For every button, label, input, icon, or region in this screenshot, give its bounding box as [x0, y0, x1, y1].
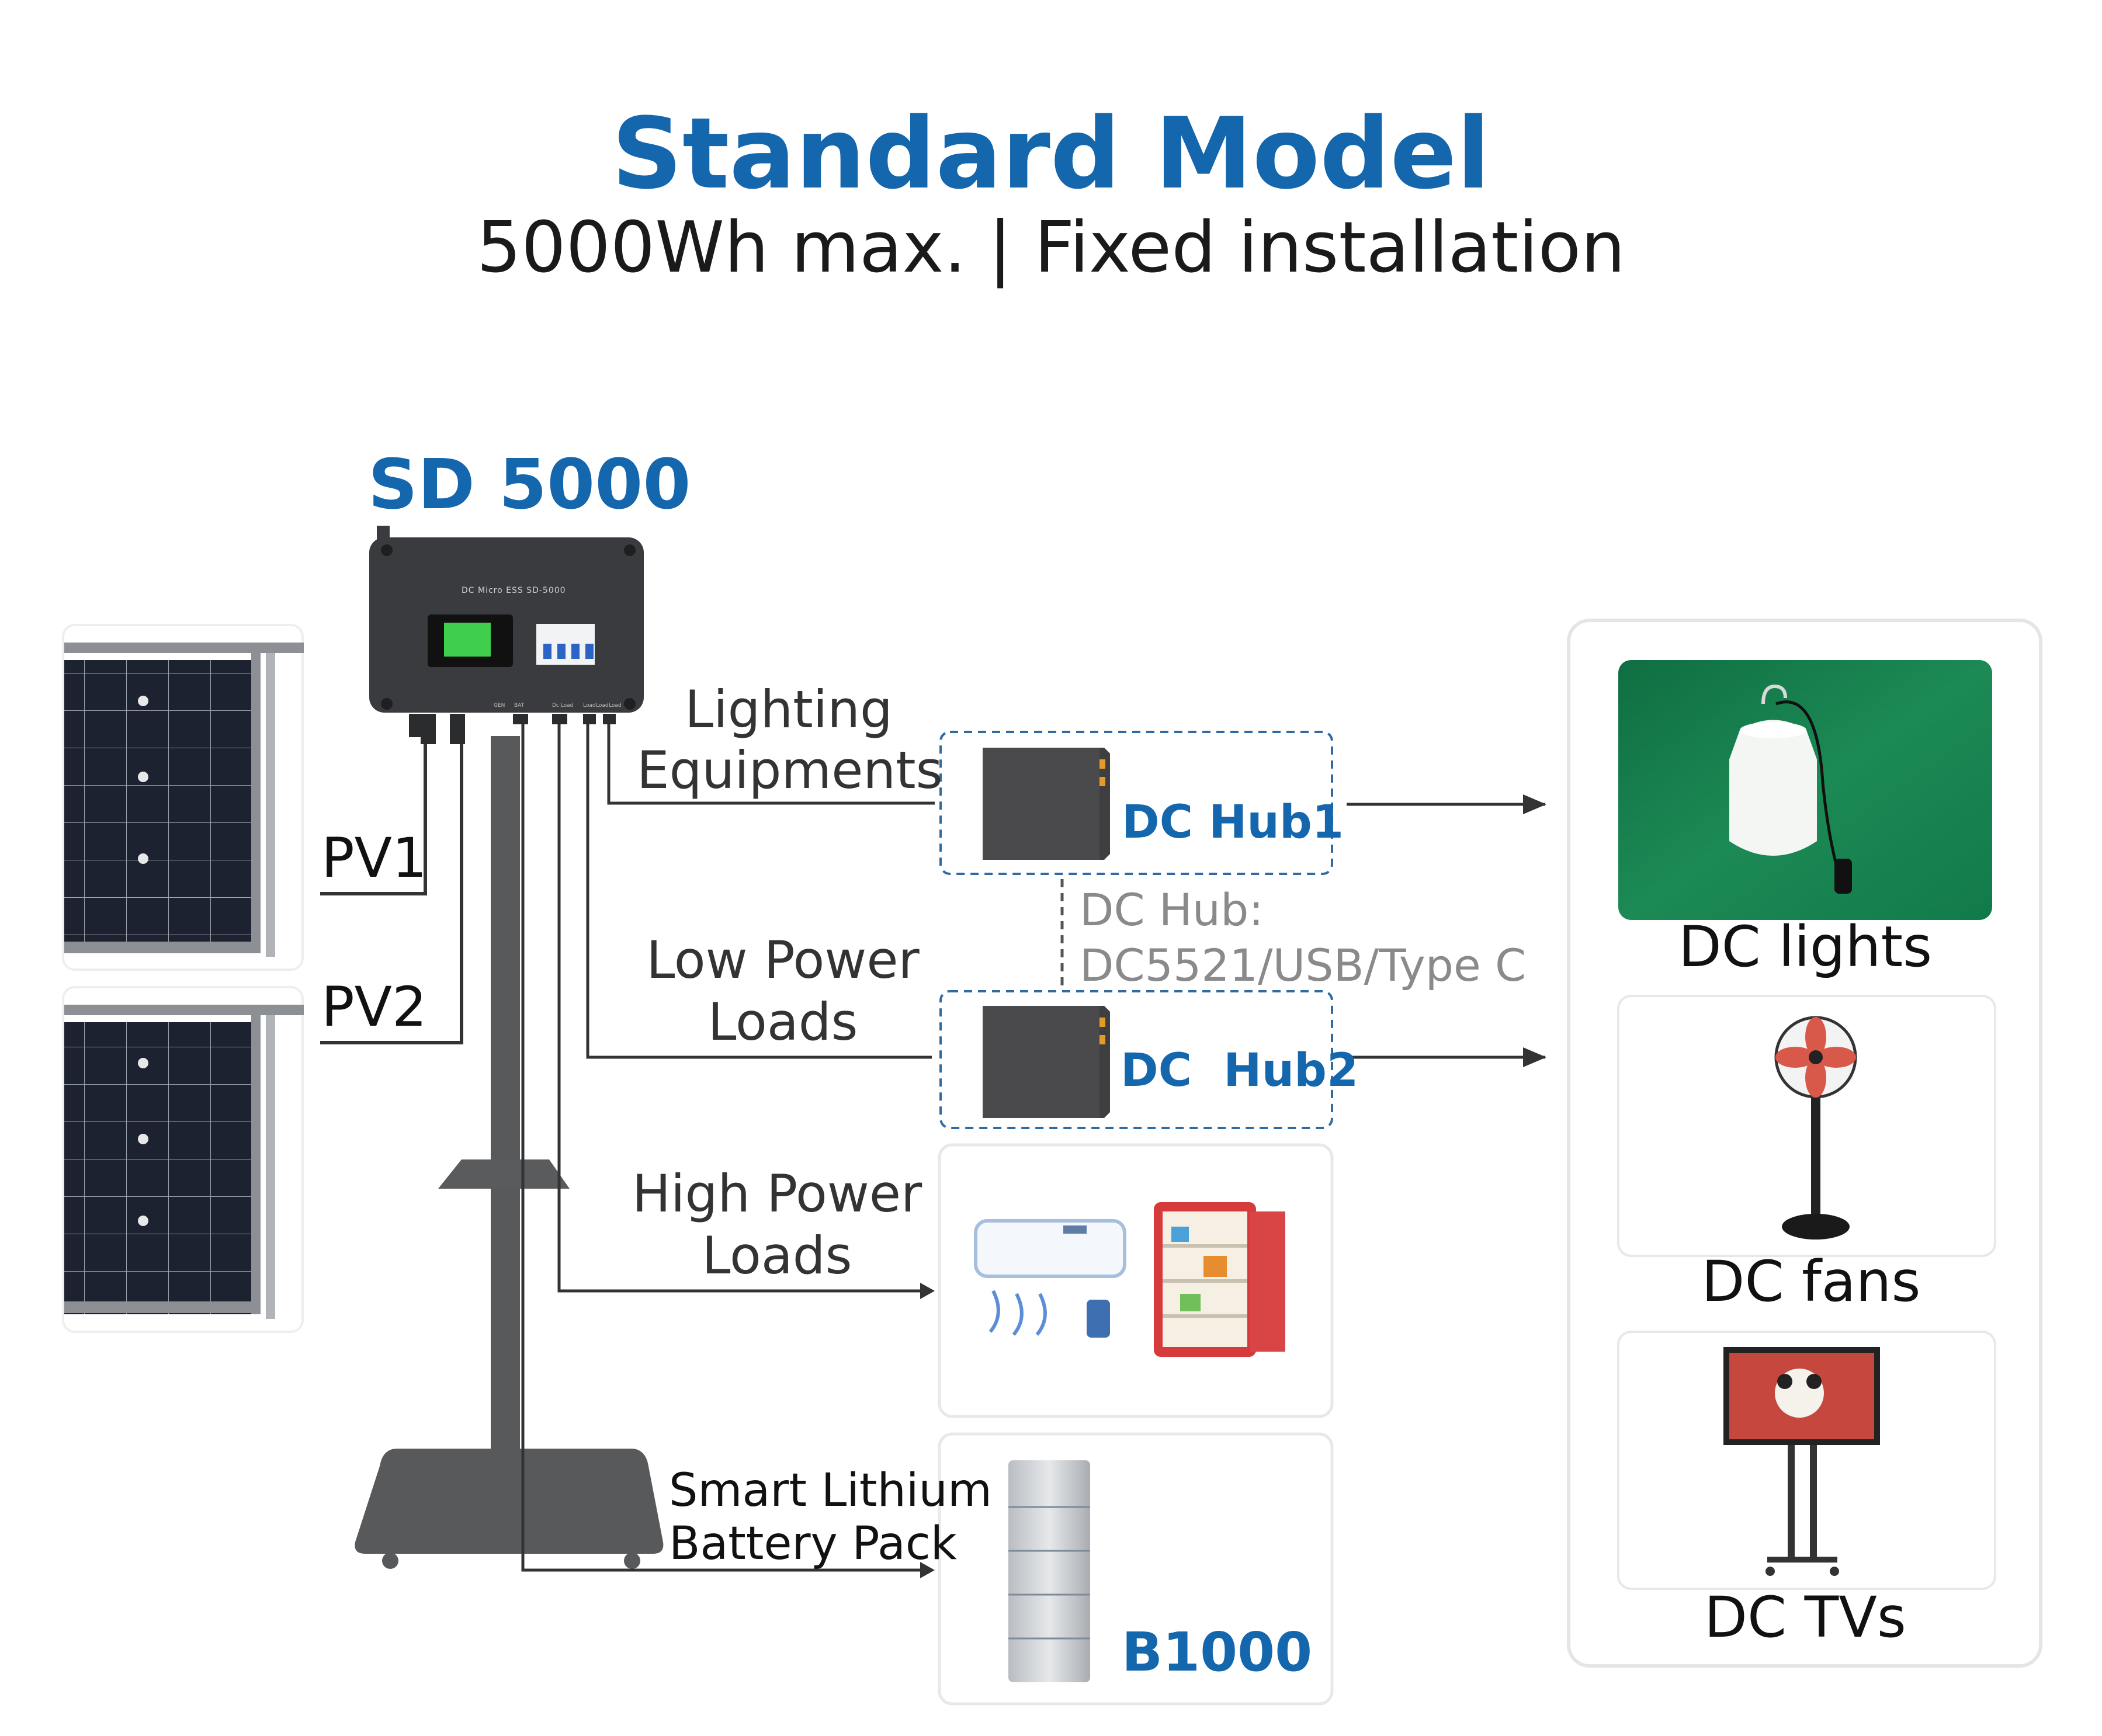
hub2-device — [983, 1006, 1110, 1118]
port-label-bat: BAT — [514, 703, 525, 709]
wire-low-power — [586, 724, 932, 1059]
port-label-load-2: Load — [596, 703, 609, 709]
dc-fans-label: DC fans — [1701, 1249, 1921, 1314]
port-label-load-3: Load — [609, 703, 622, 709]
page-title: Standard Model — [612, 96, 1490, 211]
hub-note-line2: DC5521/USB/Type C — [1080, 939, 1527, 991]
arrow-high-power — [920, 1283, 935, 1299]
arrow-battery — [920, 1562, 935, 1578]
controller-model-label: SD 5000 — [368, 444, 691, 525]
sd5000-controller — [369, 526, 644, 744]
solar-panel-1 — [62, 624, 304, 971]
battery-label-line2: Battery Pack — [669, 1518, 957, 1570]
low-power-label-line1: Low Power — [646, 930, 920, 990]
controller-stand — [355, 736, 664, 1569]
high-power-label-line1: High Power — [632, 1164, 922, 1224]
dc-lights-label: DC lights — [1678, 914, 1933, 980]
lighting-label-line1: Lighting — [685, 679, 893, 739]
wire-high-power — [557, 724, 932, 1294]
pv1-label: PV1 — [321, 827, 427, 890]
solar-panel-2 — [62, 986, 304, 1333]
controller-device-label: DC Micro ESS SD-5000 — [462, 586, 566, 595]
battery-model-label: B1000 — [1122, 1621, 1313, 1683]
page-subtitle: 5000Wh max. | Fixed installation — [476, 207, 1626, 289]
dc-tvs-card — [1617, 1331, 1996, 1590]
port-label-gen: GEN — [494, 703, 505, 709]
hub1-box — [939, 731, 1333, 875]
hub2-label: DC Hub2 — [1121, 1044, 1359, 1097]
high-power-loads-card — [938, 1143, 1334, 1418]
low-power-label-line2: Loads — [707, 992, 858, 1052]
hub1-device — [983, 748, 1110, 860]
port-label-load-1: Load — [583, 703, 596, 709]
wire-lighting — [607, 724, 935, 805]
hub1-label: DC Hub1 — [1122, 796, 1344, 849]
port-label-dc-load: Dc Load — [552, 703, 574, 709]
dc-lights-image — [1618, 660, 1992, 920]
dc-tvs-label: DC TVs — [1704, 1585, 1906, 1650]
battery-label-line1: Smart Lithium — [669, 1464, 992, 1517]
battery-card — [938, 1432, 1334, 1706]
hub2-box — [939, 990, 1333, 1129]
wire-battery — [521, 724, 932, 1573]
hub-note-line1: DC Hub: — [1080, 884, 1264, 936]
pv-wires — [320, 742, 463, 1044]
high-power-label-line2: Loads — [702, 1225, 852, 1286]
lighting-label-line2: Equipments — [637, 740, 943, 800]
dc-fans-card — [1617, 995, 1996, 1257]
pv2-label: PV2 — [321, 975, 427, 1039]
